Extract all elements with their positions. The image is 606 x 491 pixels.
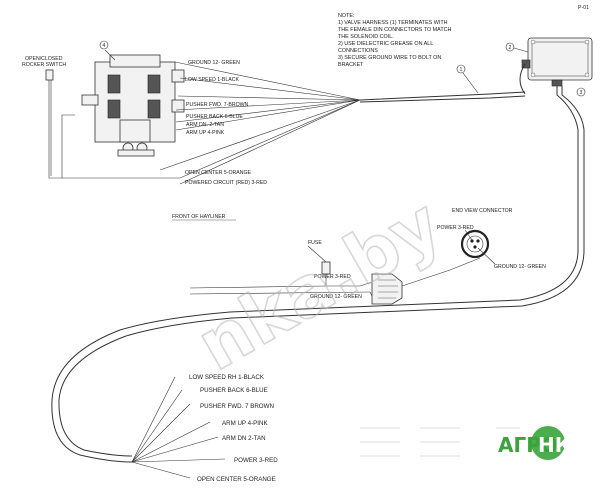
valve-wire-label: PUSHER FWD. 7-BROWN — [186, 102, 249, 108]
callout-2 — [505, 42, 515, 52]
fuse-wire-label: POWER 3-RED — [314, 274, 351, 280]
harness-wire-label: POWER 3-RED — [234, 457, 278, 464]
valve-harness — [359, 91, 526, 101]
connector-view-title: END VIEW CONNECTOR — [452, 208, 513, 214]
switch-wire — [48, 80, 75, 179]
note-line: CONNECTIONS — [338, 48, 378, 54]
callout-label: 4 — [103, 43, 106, 49]
callout-3 — [576, 87, 586, 97]
valve-block — [81, 49, 185, 157]
harness-wire-label: PUSHER BACK 6-BLUE — [200, 387, 268, 394]
fuse-wire-label: GROUND 12- GREEN — [310, 294, 362, 300]
harness-wire-label: ARM DN 2-TAN — [222, 435, 266, 442]
valve-wire-label: OPEN CENTER 5-ORANGE — [185, 170, 252, 176]
valve-wire-label: ARM DN. 2-TAN — [186, 122, 224, 128]
logo-text: НКА — [538, 433, 587, 457]
harness-wire-label: LOW SPEED RH 1-BLACK — [189, 374, 265, 381]
junction-box — [521, 37, 593, 87]
note-line: THE SOLENOID COIL. — [338, 34, 394, 40]
notes-block: NOTE: 1) VALVE HARNESS (1) TERMINATES WI… — [338, 13, 452, 68]
callout-label: 1 — [460, 67, 463, 73]
fuse-label: FUSE — [308, 240, 322, 246]
harness-fan — [131, 376, 226, 479]
callout-label: 2 — [509, 45, 512, 51]
main-harness — [51, 86, 579, 463]
valve-wire-label: PUSHER BACK 6-BLUE — [186, 114, 243, 120]
harness-wire-label: OPEN CENTER 5-ORANGE — [197, 476, 276, 483]
valve-wire-label: LOW SPEED 1-BLACK — [185, 77, 239, 83]
note-line: BRACKET — [338, 62, 364, 68]
note-line: 3) SECURE GROUND WIRE TO BOLT ON — [338, 55, 441, 61]
callout-4 — [99, 40, 109, 50]
valve-wire-label: ARM UP 4-PINK — [186, 130, 225, 136]
switch-label: ROCKER SWITCH — [22, 62, 66, 68]
logo-circle-icon — [531, 426, 565, 460]
agronka-logo: АГРО НКА — [498, 426, 587, 460]
title-block-marks — [360, 427, 520, 457]
valve-wire-fan — [62, 61, 361, 185]
switch-body — [45, 69, 54, 81]
note-line: THE FEMALE DIN CONNECTORS TO MATCH — [338, 27, 452, 33]
switch-label: OPEN/CLOSED — [25, 56, 63, 62]
fuse-branch: FUSE POWER 3-RED GROUND 12- GREEN — [189, 240, 371, 300]
callout-label: 3 — [580, 90, 583, 96]
connector-wire-label: GROUND 12- GREEN — [494, 264, 546, 270]
note-line: 2) USE DIELECTRIC GREASE ON ALL — [338, 41, 433, 47]
front-of-hayliner-label: FRONT OF HAYLINER — [172, 214, 226, 220]
harness-wire-label: ARM UP 4-PINK — [222, 420, 268, 427]
rocker-switch: OPEN/CLOSED ROCKER SWITCH — [22, 56, 75, 179]
valve-wire-label: POWERED CIRCUIT (RED) 3-RED — [185, 180, 267, 186]
valve-wire-label: GROUND 12- GREEN — [188, 60, 240, 66]
page-number: P-01 — [578, 5, 589, 11]
end-view-connector: END VIEW CONNECTOR POWER 3-RED GROUND 12… — [437, 208, 546, 270]
logo-text: АГРО — [498, 433, 558, 457]
connector-wire-label: POWER 3-RED — [437, 225, 474, 231]
harness-wire-label: PUSHER FWD. 7 BROWN — [200, 403, 274, 410]
note-line: NOTE: — [338, 13, 354, 19]
callout-1 — [456, 64, 466, 74]
plug-connector — [359, 257, 481, 305]
note-line: 1) VALVE HARNESS (1) TERMINATES WITH — [338, 20, 448, 26]
